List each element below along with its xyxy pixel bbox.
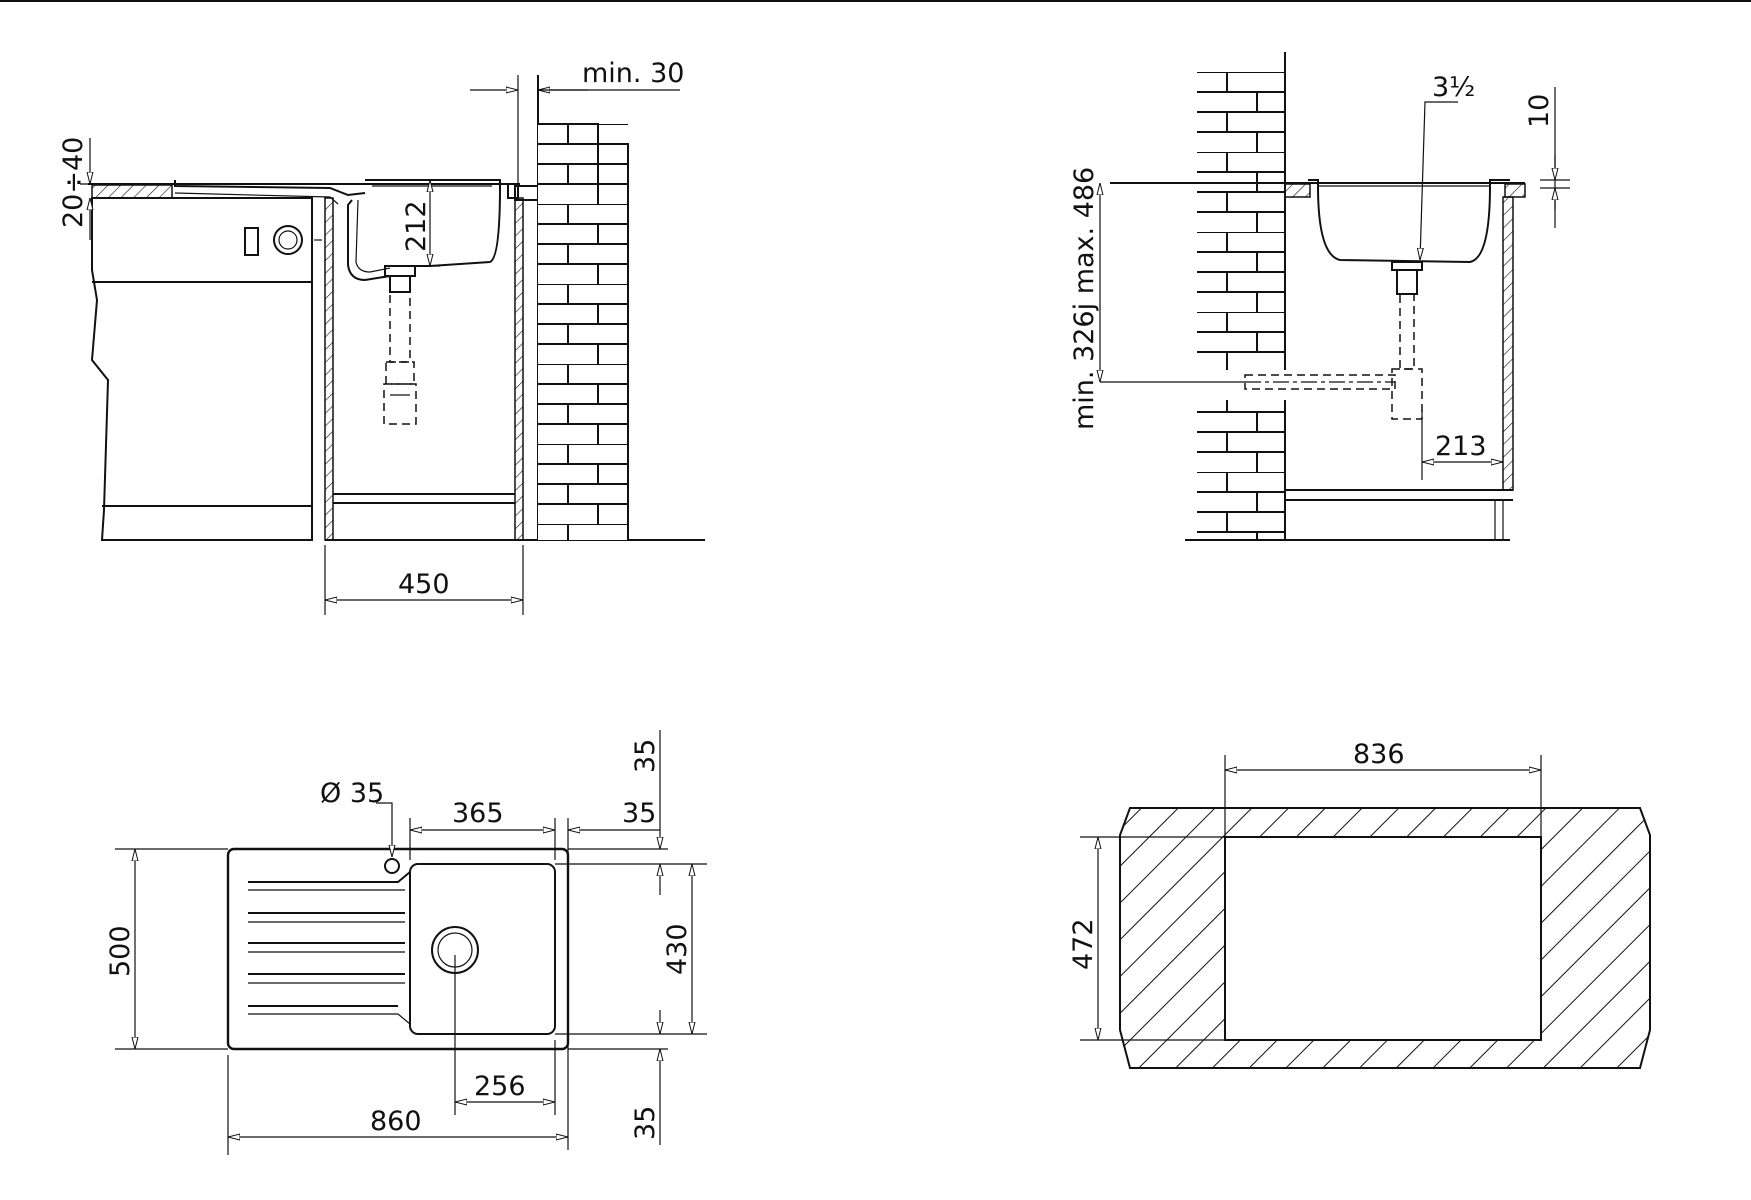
top-view-dimensions: Ø 35 365 35 35 430 35 500 256 [105,730,707,1155]
dim-rim-height: 10 [1524,94,1555,128]
dim-cutout-depth: 472 [1068,918,1099,970]
top-view [226,847,570,1051]
dim-waste-size: 3½ [1432,72,1475,103]
dim-worktop-thickness: 20÷40 [58,137,89,228]
dim-overall-width: 860 [370,1106,422,1137]
cutout-dimensions: 836 472 [1068,739,1542,1041]
dim-vertical-range: min. 326j max. 486 [1069,167,1100,430]
dim-top-margin: 35 [630,739,661,773]
side-view-dimensions: min. 30 20÷40 212 450 [58,58,684,615]
dim-right-margin: 35 [622,798,656,829]
dim-tap-hole: Ø 35 [320,778,384,809]
dim-bowl-width: 365 [452,798,504,829]
dim-bowl-depth-side: 212 [401,200,432,252]
dim-cutout-width: 836 [1353,739,1405,770]
end-view-dimensions: min. 326j max. 486 3½ 10 213 [1069,72,1570,480]
side-view [88,75,705,541]
dim-overall-depth: 500 [105,925,136,977]
dim-min-wall: min. 30 [582,58,684,89]
cutout-view [1119,807,1651,1069]
dim-bottom-margin: 35 [630,1106,661,1140]
dim-outlet-offset: 213 [1435,431,1487,462]
dim-bowl-depth-top: 430 [662,923,693,975]
dim-cabinet-width: 450 [398,569,450,600]
end-view [1100,52,1526,541]
dim-waste-offset: 256 [474,1071,526,1102]
